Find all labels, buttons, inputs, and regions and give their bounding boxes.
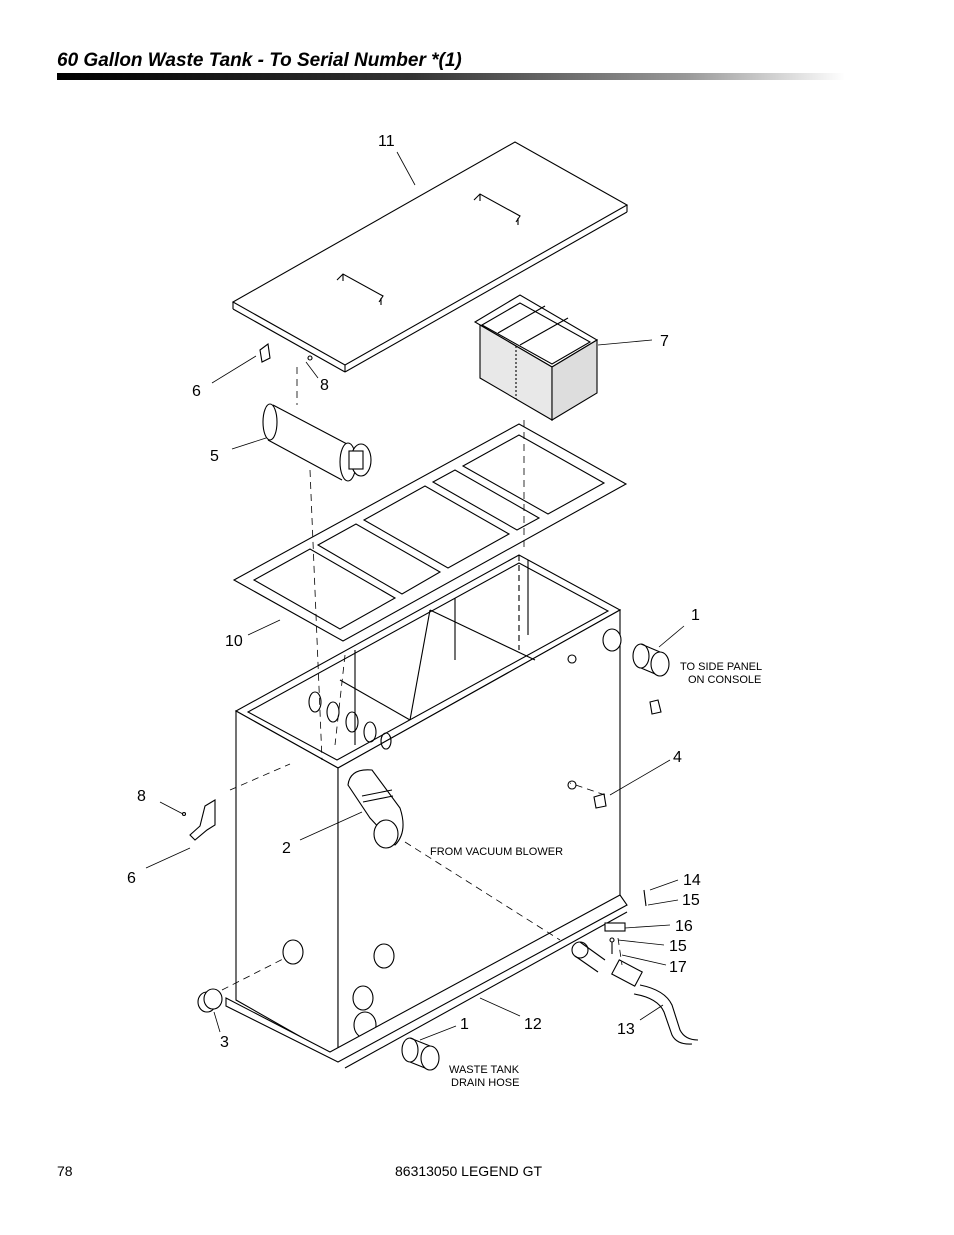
callout-1: 1 [460,1016,469,1033]
diagram-notes: TO SIDE PANEL ON CONSOLE FROM VACUUM BLO… [430,661,762,1089]
callout-5: 5 [210,448,219,465]
callout-15: 15 [669,938,687,955]
callout-17: 17 [669,959,687,976]
gasket-part [232,423,628,642]
callout-16: 16 [675,918,693,935]
plug-part [197,988,223,1013]
callout-11: 11 [378,133,395,150]
note-vacuum-blower: FROM VACUUM BLOWER [430,846,563,858]
callout-8: 8 [320,377,329,394]
callout-6: 6 [127,870,136,887]
callout-10: 10 [225,633,243,650]
tank-body-part [234,554,622,1059]
note-drain-hose: WASTE TANK [449,1064,520,1076]
page-number: 78 [57,1163,73,1179]
assembly-lines [221,367,623,991]
note-side-panel-2: ON CONSOLE [688,674,761,686]
callout-7: 7 [660,333,669,350]
callout-14: 14 [683,872,701,889]
callout-12: 12 [524,1016,542,1033]
leader-lines [145,151,685,1041]
hose-cuff-part [401,643,670,1071]
callout-6: 6 [192,383,201,400]
callout-1: 1 [691,607,700,624]
callout-8: 8 [137,788,146,805]
title-underline [57,73,845,80]
lid-part [231,141,629,373]
note-drain-hose-2: DRAIN HOSE [451,1077,519,1089]
callout-labels: 11 7 6 8 5 10 1 4 8 2 6 14 15 16 15 17 3… [127,133,701,1051]
drain-hose-part [571,941,699,1045]
mounting-rail-part [225,894,628,1069]
elbow-inlet-part [347,769,404,849]
note-side-panel: TO SIDE PANEL [680,661,762,673]
callout-2: 2 [282,840,291,857]
document-id: 86313050 LEGEND GT [395,1163,543,1179]
cylinder-filter-part [262,403,372,482]
callout-3: 3 [220,1034,229,1051]
callout-4: 4 [673,749,682,766]
hardware-parts [181,343,662,954]
callout-15: 15 [682,892,700,909]
callout-13: 13 [617,1021,635,1038]
filter-basket-part [473,294,599,421]
page-title: 60 Gallon Waste Tank - To Serial Number … [57,50,462,71]
